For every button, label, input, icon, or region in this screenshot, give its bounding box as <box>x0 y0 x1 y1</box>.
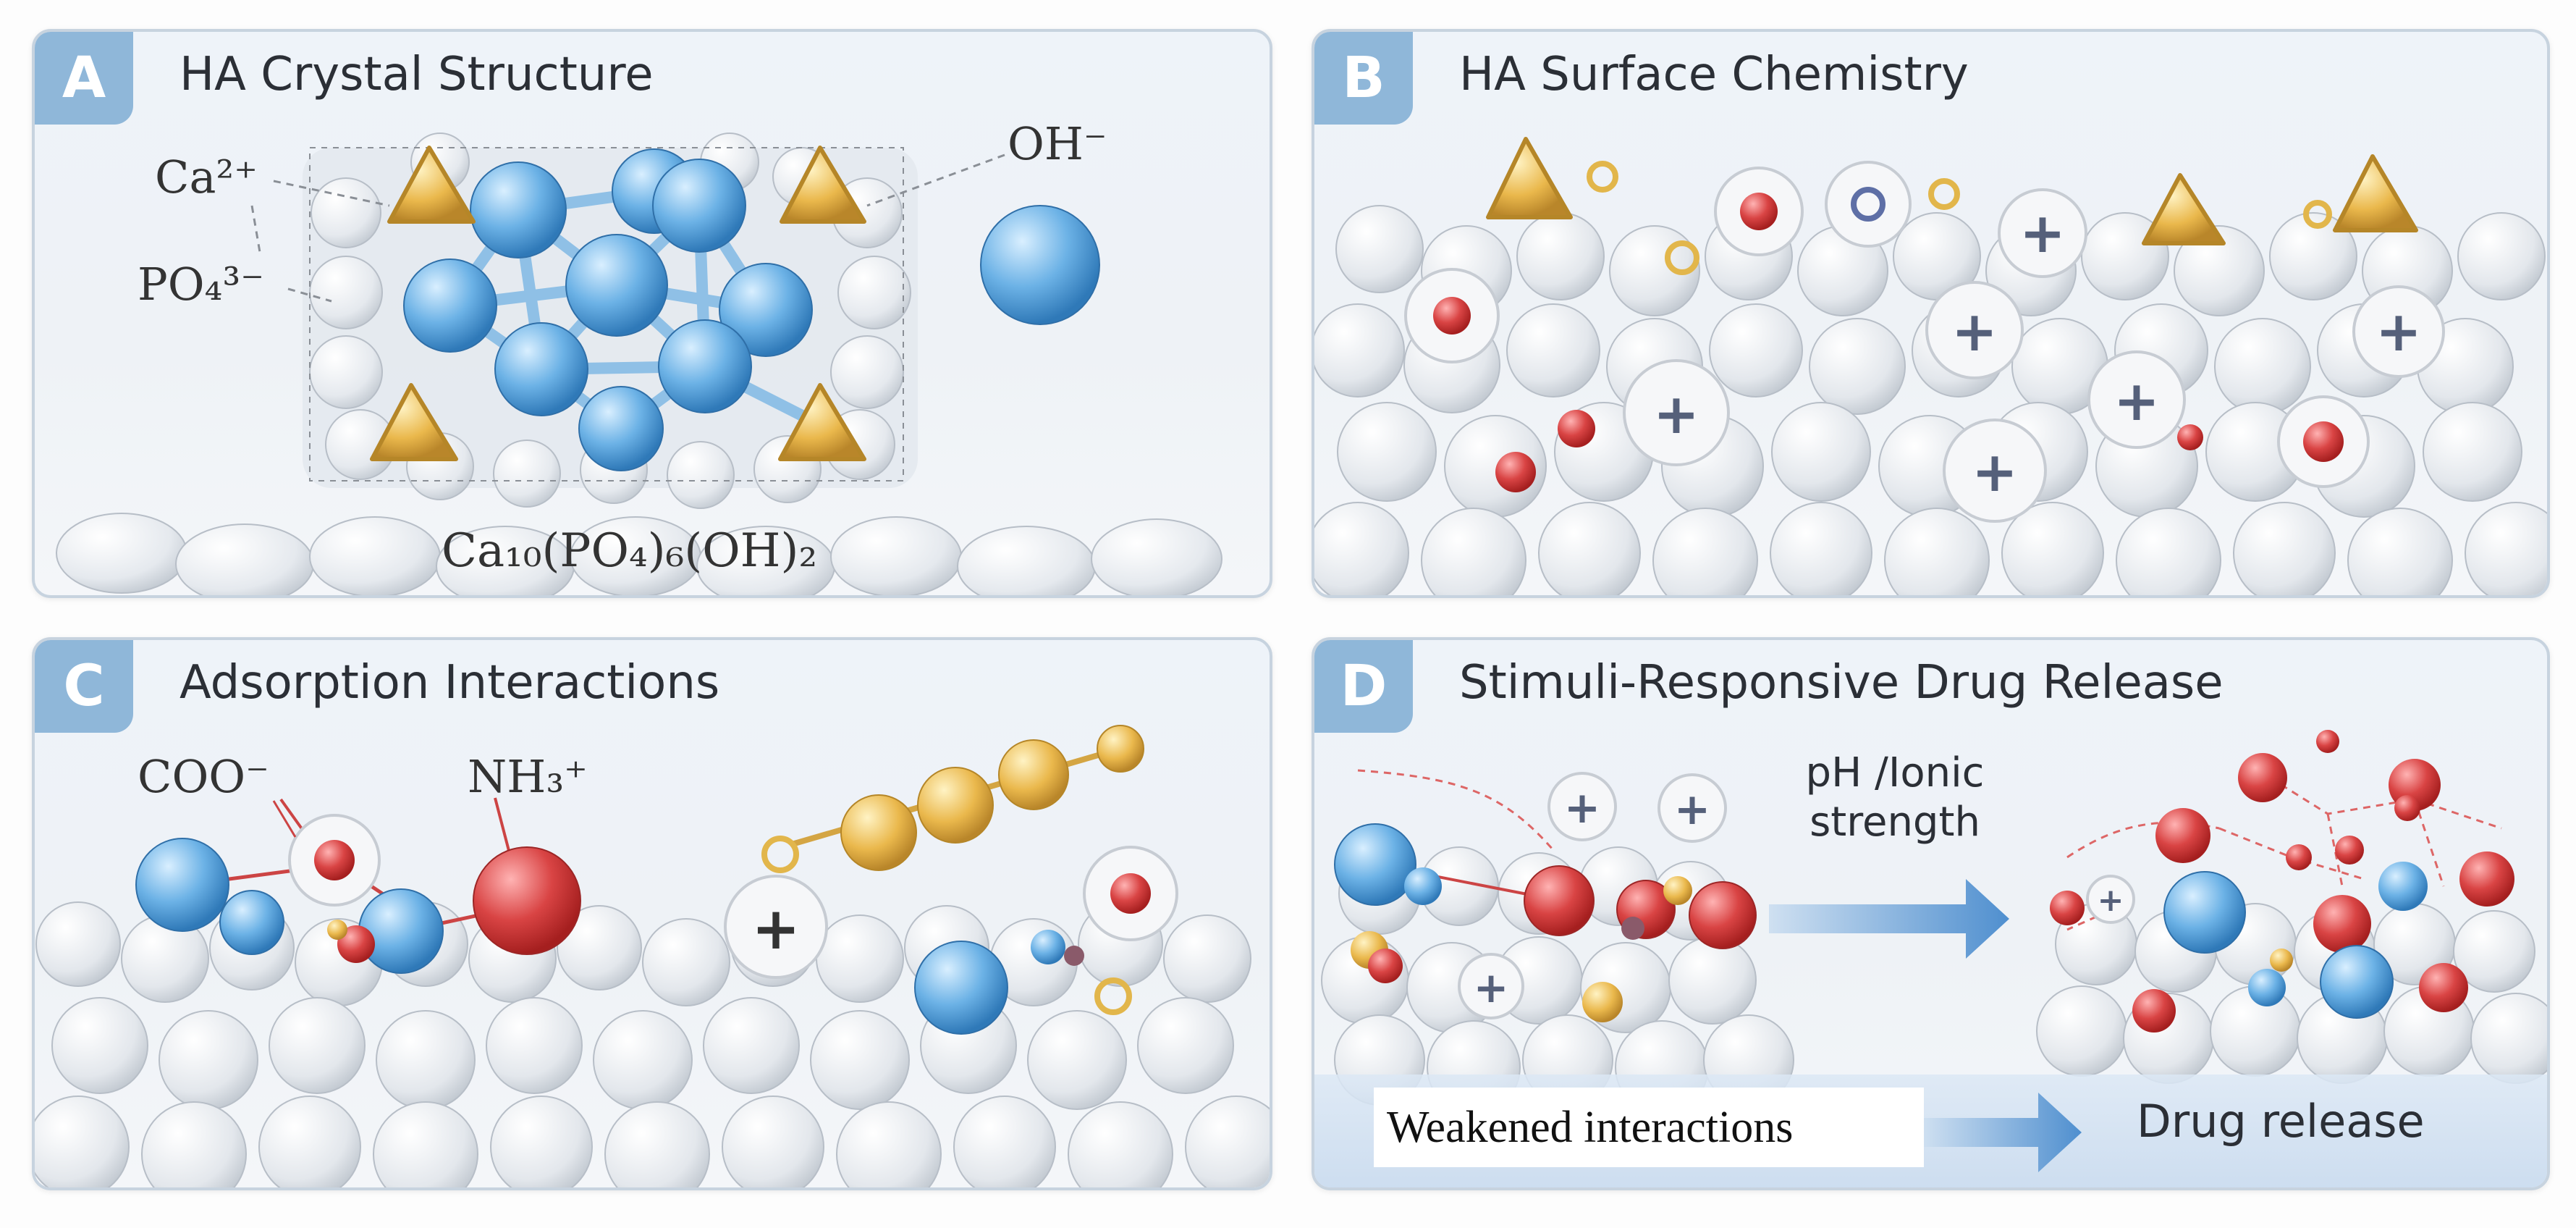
plus-sign: + <box>751 895 800 962</box>
release-arrow <box>1922 1093 2082 1172</box>
cation-site-3 <box>2352 285 2445 378</box>
panel-c-illustration: COO⁻ NH₃⁺ + <box>35 725 1270 1187</box>
cation-sites <box>1623 188 2445 523</box>
substrate-pebbles <box>35 901 1270 1187</box>
panel-a-title: HA Crystal Structure <box>180 48 654 101</box>
panel-b: + + + + + + B HA Surface Chemistry <box>1312 29 2550 598</box>
panel-a: Ca²⁺ PO₄³⁻ OH⁻ Ca₁₀(PO₄)₆(OH)₂ A HA Crys… <box>32 29 1272 598</box>
cation-site-4 <box>2087 350 2186 449</box>
cation-sites <box>1458 772 2135 1019</box>
coo-leader <box>272 800 297 838</box>
plus-sign: + <box>1972 440 2018 504</box>
adsorbed-drugs <box>724 846 1178 1035</box>
panel-c-title: Adsorption Interactions <box>180 656 720 710</box>
panel-b-illustration: + + + + + + <box>1314 137 2547 595</box>
panel-d-badge: D <box>1314 640 1413 733</box>
stimulus-arrow <box>1769 879 2009 959</box>
phosphate-triangles <box>370 146 866 461</box>
cation-site-5 <box>1623 359 1730 466</box>
drug-release-label: Drug release <box>2137 1095 2425 1148</box>
panel-b-title: HA Surface Chemistry <box>1459 48 1969 101</box>
stimulus-label-line1: pH /Ionic <box>1805 749 1985 796</box>
plus-sign: + <box>1674 784 1710 835</box>
panel-b-badge: B <box>1314 32 1413 125</box>
hydroxide-sphere <box>980 205 1100 325</box>
panel-c-badge: C <box>35 640 133 733</box>
bound-drugs <box>1334 823 1757 1022</box>
label-leaders <box>250 154 1005 303</box>
calcium-spheres <box>403 148 813 471</box>
plus-sign: + <box>2376 299 2422 363</box>
plus-sign: + <box>2113 369 2160 433</box>
plus-sign: + <box>2019 201 2066 265</box>
anion-sites <box>1404 161 2370 492</box>
calcium-ion-label: Ca²⁺ <box>155 151 258 203</box>
panel-d: + + + + pH /Ionic <box>1312 637 2550 1190</box>
panel-a-illustration: Ca²⁺ PO₄³⁻ OH⁻ Ca₁₀(PO₄)₆(OH)₂ <box>56 117 1222 595</box>
phosphate-ion-label: PO₄³⁻ <box>138 258 264 311</box>
cation-site-6 <box>1943 419 2047 523</box>
nh3-label: NH₃⁺ <box>468 750 588 803</box>
cation-site-2 <box>1925 281 2024 379</box>
released-drugs <box>2050 730 2514 1033</box>
stimulus-label-line2: strength <box>1809 799 1980 846</box>
plus-sign: + <box>1653 382 1699 446</box>
plus-sign: + <box>1474 963 1509 1012</box>
carboxylate-molecule <box>135 797 581 974</box>
plus-sign: + <box>2098 882 2124 919</box>
coo-label: COO⁻ <box>138 750 269 803</box>
substrate-pebbles <box>56 513 1222 595</box>
released-substrate <box>2036 903 2547 1084</box>
panel-d-title: Stimuli-Responsive Drug Release <box>1459 656 2224 710</box>
stimulus-label: pH /Ionic strength <box>1757 749 2032 847</box>
phosphate-triangles <box>1486 137 2418 245</box>
cation-site-1 <box>1998 188 2087 278</box>
plus-sign: + <box>1564 783 1600 833</box>
hydroxide-ion-label: OH⁻ <box>1008 117 1107 170</box>
amine-chain <box>761 725 1144 1015</box>
small-gold-rings <box>1587 161 2332 275</box>
panel-a-badge: A <box>35 32 133 125</box>
cation-site <box>724 875 828 979</box>
weakened-interactions-label: Weakened interactions <box>1374 1088 1924 1167</box>
panel-c: COO⁻ NH₃⁺ + C Adsorption Interactions <box>32 637 1272 1190</box>
plus-sign: + <box>1951 299 1998 363</box>
substrate-pebbles <box>1314 205 2547 595</box>
ha-formula: Ca₁₀(PO₄)₆(OH)₂ <box>442 524 817 578</box>
